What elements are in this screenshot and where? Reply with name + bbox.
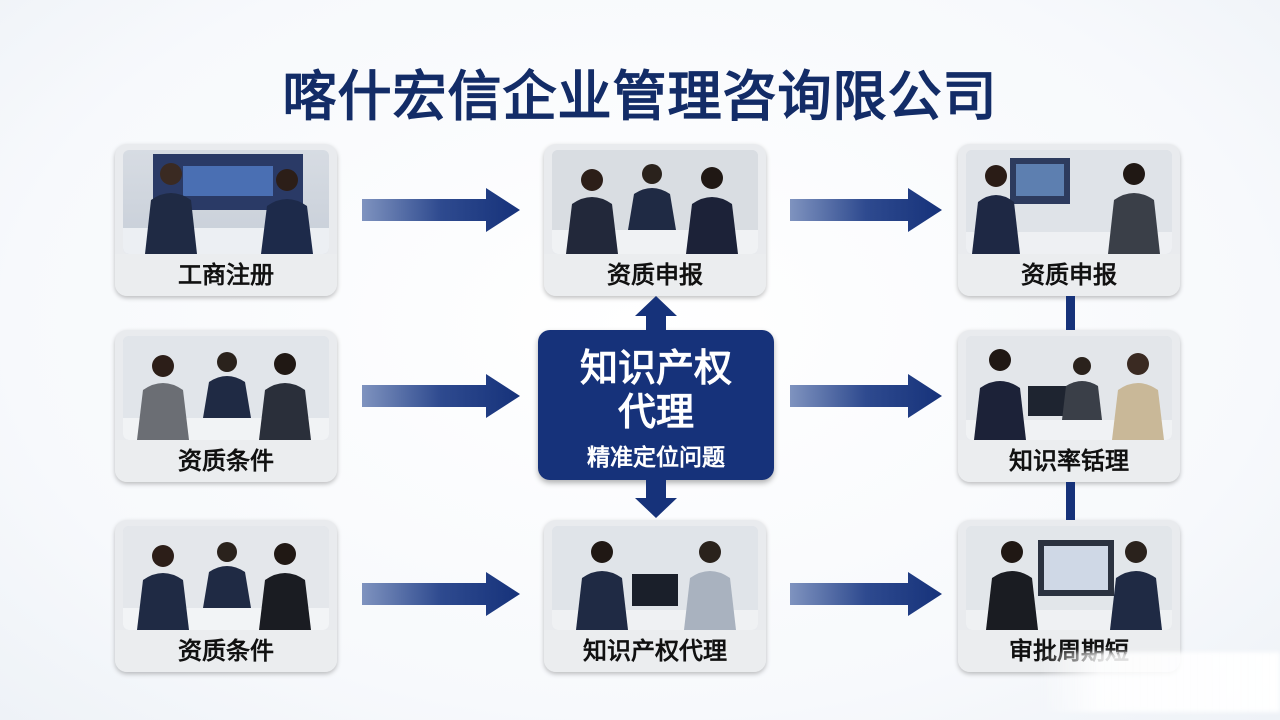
arrow-right-icon bbox=[362, 374, 520, 418]
center-title-line1: 知识产权 bbox=[579, 346, 732, 390]
card-label: 知识产权代理 bbox=[544, 630, 766, 672]
card-label: 资质申报 bbox=[958, 254, 1180, 296]
center-ip-agency-box: 知识产权 代理 精准定位问题 bbox=[538, 330, 774, 480]
card-short-approval: 审批周期短 bbox=[958, 520, 1180, 672]
meeting-photo bbox=[966, 526, 1172, 630]
card-label: 资质条件 bbox=[115, 630, 337, 672]
connector-line bbox=[1066, 482, 1075, 520]
meeting-photo bbox=[966, 150, 1172, 254]
page-title: 喀什宏信企业管理咨询限公司 bbox=[282, 65, 998, 128]
center-subtitle: 精准定位问题 bbox=[587, 445, 725, 471]
card-label: 资质条件 bbox=[115, 440, 337, 482]
card-business-registration: 工商注册 bbox=[115, 144, 337, 296]
center-title-line2: 代理 bbox=[617, 390, 694, 434]
meeting-photo bbox=[552, 150, 758, 254]
arrow-right-icon bbox=[362, 188, 520, 232]
card-label: 知识率铦理 bbox=[958, 440, 1180, 482]
arrow-down-icon bbox=[635, 480, 677, 518]
card-qualification-application: 资质申报 bbox=[544, 144, 766, 296]
card-qualification-application-2: 资质申报 bbox=[958, 144, 1180, 296]
watermark-overlay bbox=[1040, 652, 1280, 712]
meeting-photo bbox=[123, 336, 329, 440]
arrow-right-icon bbox=[790, 188, 942, 232]
meeting-photo bbox=[552, 526, 758, 630]
arrow-right-icon bbox=[790, 572, 942, 616]
meeting-photo bbox=[966, 336, 1172, 440]
card-label: 工商注册 bbox=[115, 254, 337, 296]
arrow-right-icon bbox=[790, 374, 942, 418]
card-ip-agency: 知识产权代理 bbox=[544, 520, 766, 672]
arrow-right-icon bbox=[362, 572, 520, 616]
card-qualification-conditions: 资质条件 bbox=[115, 330, 337, 482]
connector-line bbox=[1066, 296, 1075, 330]
meeting-photo bbox=[123, 150, 329, 254]
card-knowledge-management: 知识率铦理 bbox=[958, 330, 1180, 482]
card-qualification-conditions-2: 资质条件 bbox=[115, 520, 337, 672]
meeting-photo bbox=[123, 526, 329, 630]
arrow-up-icon bbox=[635, 296, 677, 332]
card-label: 资质申报 bbox=[544, 254, 766, 296]
